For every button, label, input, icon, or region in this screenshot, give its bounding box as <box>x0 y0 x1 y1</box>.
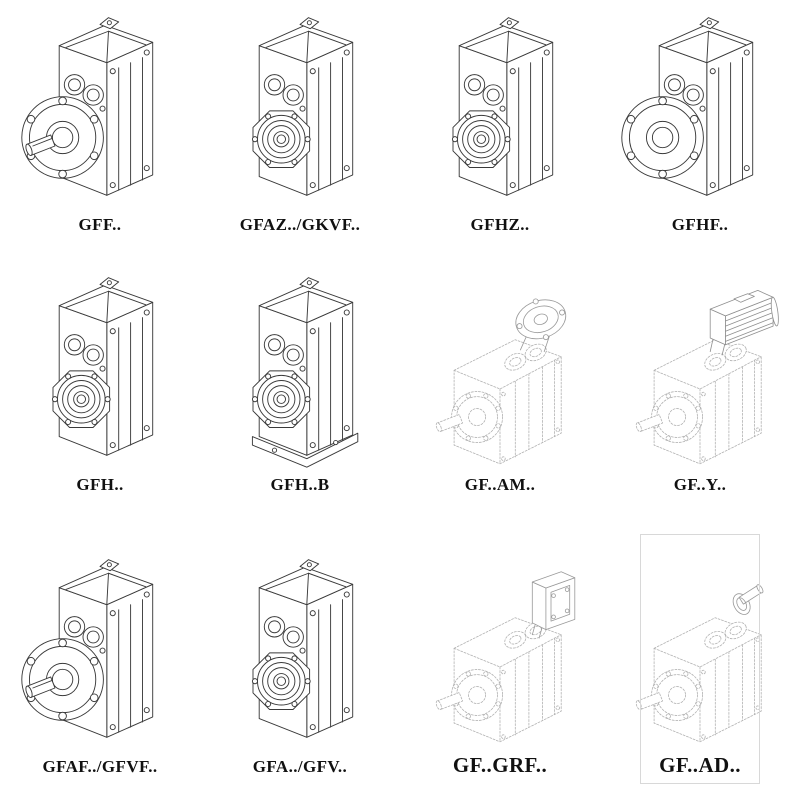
product-cell-gf-y: GF..Y.. <box>640 274 760 502</box>
product-cell-gfh: GFH.. <box>40 274 160 502</box>
gearbox-flange-hollow-drawing <box>612 10 788 214</box>
model-label: GF..GRF.. <box>452 752 548 777</box>
product-cell-gfaf-gfvf: GFAF../GFVF.. <box>40 534 160 784</box>
model-label: GFH.. <box>76 475 124 495</box>
model-label: GFF.. <box>78 215 122 235</box>
gearbox-hollow-shaft-drawing <box>412 10 588 214</box>
product-cell-gfh-b: GFH..B <box>240 274 360 502</box>
gearbox-hollow-shaft-drawing <box>212 552 388 756</box>
model-label: GFH..B <box>270 475 330 495</box>
model-label: GFAF../GFVF.. <box>42 757 158 777</box>
gearbox-hollow-shaft-drawing <box>212 10 388 214</box>
model-label: GFA../GFV.. <box>252 757 348 777</box>
product-cell-gff: GFF.. <box>40 16 160 242</box>
model-label: GFHZ.. <box>470 215 530 235</box>
product-cell-gf-ad: GF..AD.. <box>640 534 760 784</box>
gearbox-flange-shaft-drawing <box>12 10 188 214</box>
product-cell-gfaz-gkvf: GFAZ../GKVF.. <box>240 16 360 242</box>
gearbox-foot-mounted-drawing <box>212 270 388 474</box>
model-label: GFHF.. <box>671 215 729 235</box>
gearbox-flange-shaft-drawing <box>12 552 188 756</box>
gearbox-input-shaft-dashed-drawing <box>612 548 788 752</box>
product-cell-gf-am: GF..AM.. <box>440 274 560 502</box>
gearbox-hollow-shaft-drawing <box>12 270 188 474</box>
gearbox-input-flange-dashed-drawing <box>412 270 588 474</box>
product-cell-gfa-gfv: GFA../GFV.. <box>240 534 360 784</box>
product-cell-gfhf: GFHF.. <box>640 16 760 242</box>
gearbox-input-adapter-dashed-drawing <box>412 548 588 752</box>
model-label: GF..Y.. <box>673 475 727 495</box>
model-label: GFAZ../GKVF.. <box>239 215 361 235</box>
product-cell-gf-grf: GF..GRF.. <box>440 534 560 784</box>
model-label: GF..AM.. <box>464 475 536 495</box>
product-cell-gfhz: GFHZ.. <box>440 16 560 242</box>
gearbox-motor-dashed-drawing <box>612 270 788 474</box>
model-label: GF..AD.. <box>659 752 741 777</box>
